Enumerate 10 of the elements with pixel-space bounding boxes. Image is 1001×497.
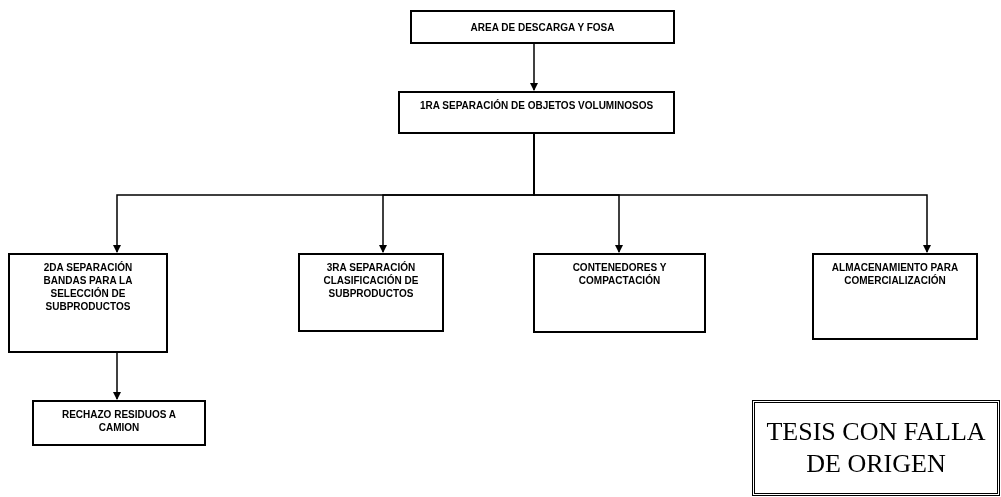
process-box: AREA DE DESCARGA Y FOSA (410, 10, 675, 44)
arrow (530, 43, 538, 91)
process-box: 1RA SEPARACIÓN DE OBJETOS VOLUMINOSOS (398, 91, 675, 134)
process-box: 3RA SEPARACIÓN CLASIFICACIÓN DE SUBPRODUCTOS (298, 253, 444, 332)
process-box: RECHAZO RESIDUOS A CAMION (32, 400, 206, 446)
arrow (113, 352, 121, 400)
process-box: CONTENEDORES Y COMPACTACIÓN (533, 253, 706, 333)
process-box: 2DA SEPARACIÓN BANDAS PARA LA SELECCIÓN DE SUBPRODUCTOS (8, 253, 168, 353)
process-box: ALMACENAMIENTO PARA COMERCIALIZACIÓN (812, 253, 978, 340)
stamp-box: TESIS CON FALLA DE ORIGEN (752, 400, 1000, 496)
